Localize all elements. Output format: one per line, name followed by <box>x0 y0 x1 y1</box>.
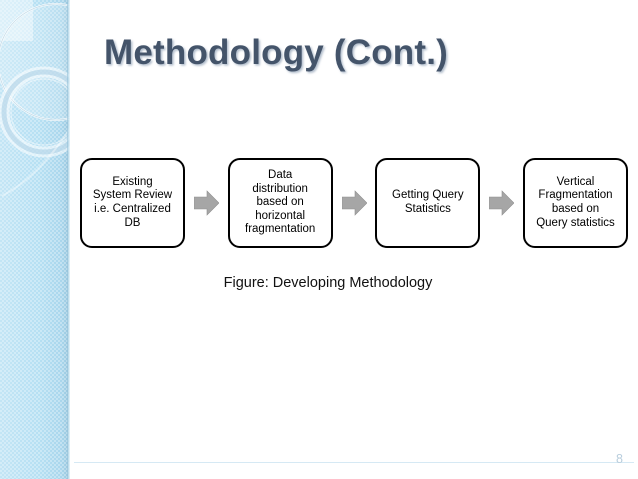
flow-arrow-1 <box>185 158 228 248</box>
arrow-right-icon <box>489 190 515 216</box>
decorative-sidebar <box>0 0 70 479</box>
decoration-ring-highlight <box>10 78 70 146</box>
page-number: 8 <box>616 452 623 466</box>
footer-divider <box>74 462 634 463</box>
figure-caption: Figure: Developing Methodology <box>0 275 638 291</box>
decoration-arc <box>1 127 70 197</box>
figure-caption-text: Figure: Developing Methodology <box>223 275 433 291</box>
decoration-ring-thick-outer <box>0 66 70 158</box>
flow-arrow-2 <box>333 158 376 248</box>
flow-arrow-3 <box>480 158 523 248</box>
decoration-circle-large <box>0 3 70 121</box>
sidebar-edge <box>67 0 70 479</box>
arrow-right-icon <box>193 190 219 216</box>
page-title: Methodology (Cont.) <box>104 33 448 72</box>
sidebar-circles-decoration <box>0 3 70 197</box>
arrow-right-icon <box>341 190 367 216</box>
decoration-circle-large-shade <box>0 3 70 121</box>
decoration-ring-thick-inner <box>1 69 70 155</box>
